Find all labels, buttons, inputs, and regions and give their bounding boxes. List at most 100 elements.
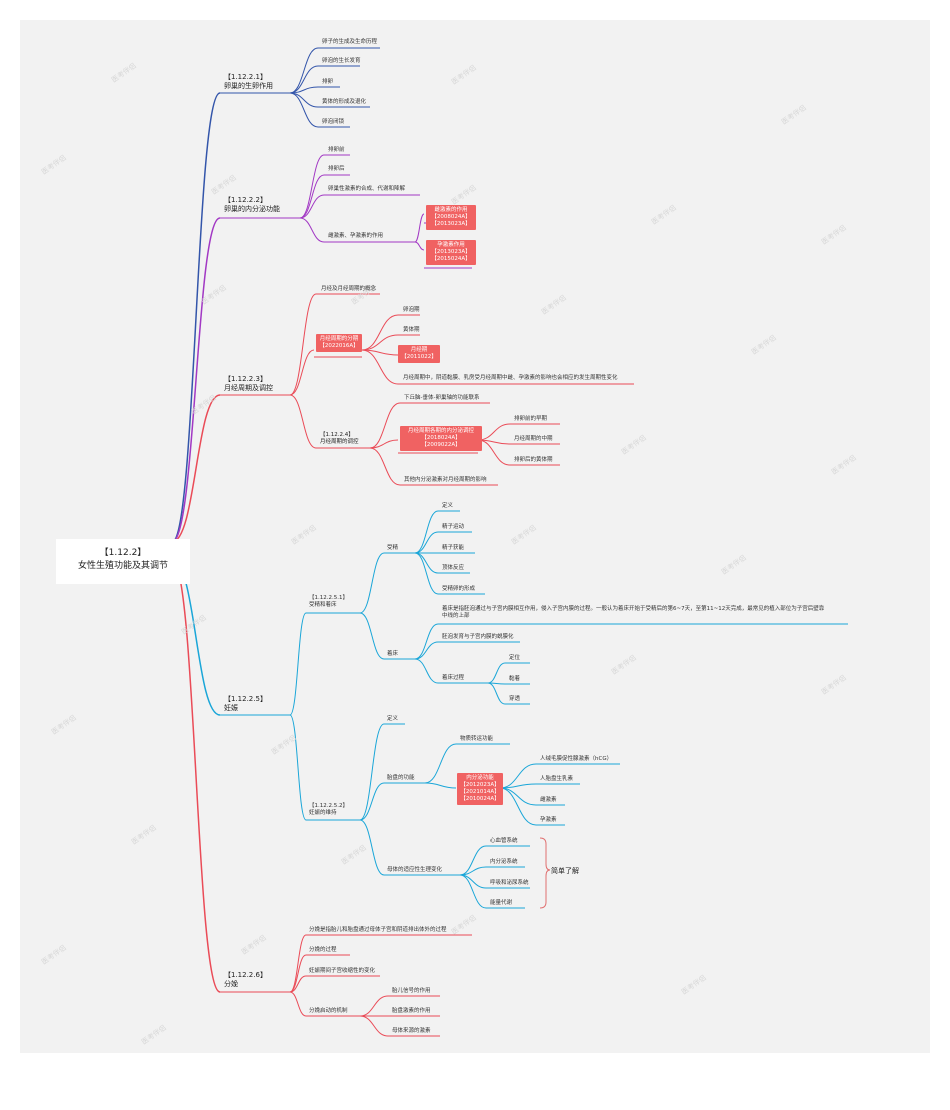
list-item[interactable]: 卵泡的生长发育 (322, 58, 361, 64)
root-code: 【1.12.2】 (99, 548, 147, 558)
node-placenta[interactable]: 胎盘的功能 (387, 775, 415, 781)
section-title: 分娩 (224, 980, 238, 988)
implantation-definition[interactable]: 着床是指胚泡通过与子宫内膜相互作用，侵入子宫内膜的过程。一般认为着床开始于受精后… (442, 606, 824, 620)
list-item[interactable]: 人胎盘生乳素 (540, 776, 574, 782)
brace-note: 简单了解 (551, 867, 579, 875)
list-item[interactable]: 心血管系统 (490, 838, 518, 844)
list-item[interactable]: 定义 (387, 716, 399, 722)
connector-line (487, 662, 506, 684)
node-implantation[interactable]: 着床 (387, 651, 399, 657)
section-ovary-endocrine[interactable]: 【1.12.2.2】 卵巢的内分泌功能 (224, 196, 280, 214)
tag-progesterone[interactable]: 孕激素作用 【2013023A】 【2015024A】 (426, 240, 476, 265)
connector-line (289, 47, 319, 94)
list-item[interactable]: 卵子的生成及生命历程 (322, 39, 378, 45)
list-item[interactable]: 受精卵的形成 (442, 586, 476, 592)
list-item[interactable]: 雌激素 (540, 797, 557, 803)
connector-line (289, 612, 307, 716)
list-item[interactable]: 母体来源的激素 (392, 1028, 431, 1034)
list-item[interactable]: 物质转运功能 (460, 736, 494, 742)
list-item[interactable]: 分娩是指胎儿和胎盘通过母体子宫和阴道排出体外的过程 (309, 927, 447, 933)
list-item[interactable]: 胎儿信号的作用 (392, 988, 431, 994)
tag-estrogen[interactable]: 雌激素的作用 【2008024A】 【2013023A】 (426, 205, 476, 230)
connector-line (414, 641, 439, 660)
section-title: 卵巢的生卵作用 (224, 82, 273, 90)
list-item[interactable]: 内分泌系统 (490, 859, 518, 865)
list-item[interactable]: 黄体期 (403, 327, 420, 333)
connector-line (289, 293, 317, 396)
tag-cycle-endocrine[interactable]: 月经周期各期的内分泌调控 【2018024A】 【2009022A】 (400, 426, 482, 451)
tag-line: 【2018024A】 (421, 435, 461, 441)
list-item[interactable]: 黄体的形成及退化 (322, 99, 367, 105)
list-item[interactable]: 胎盘激素的作用 (392, 1008, 431, 1014)
section-delivery[interactable]: 【1.12.2.6】 分娩 (224, 971, 267, 989)
node-fertilization[interactable]: 受精 (387, 545, 399, 551)
tag-line: 孕激素作用 (437, 242, 465, 248)
list-item[interactable]: 下丘脑-垂体-卵巢轴的功能联系 (404, 395, 480, 401)
subsection-title: 受精和着床 (309, 602, 337, 608)
connector-line (424, 743, 457, 784)
connector-line (361, 314, 399, 351)
list-item[interactable]: 卵泡期 (403, 307, 420, 313)
tag-line: 月经周期的分期 (319, 336, 359, 342)
connector-line (299, 154, 325, 219)
list-item[interactable]: 雌激素、孕激素的作用 (328, 233, 384, 239)
connector-line (171, 92, 221, 543)
subsection-fertilization-implantation[interactable]: 【1.12.2.5.1】 受精和着床 (309, 595, 348, 609)
connector-line (359, 782, 385, 821)
list-item[interactable]: 呼吸和泌尿系统 (490, 880, 529, 886)
list-item[interactable]: 精子运动 (442, 524, 465, 530)
section-menstrual-cycle[interactable]: 【1.12.2.3】 月经周期及调控 (224, 375, 273, 393)
connector-line (299, 194, 325, 219)
subsection-cycle-regulation[interactable]: 【1.12.2.4】 月经周期的调控 (320, 432, 359, 446)
list-item[interactable]: 排卵后 (328, 166, 345, 172)
section-ovary-oogenesis[interactable]: 【1.12.2.1】 卵巢的生卵作用 (224, 73, 273, 91)
list-item[interactable]: 人绒毛膜促性腺激素（hCG） (540, 756, 613, 762)
section-pregnancy[interactable]: 【1.12.2.5】 妊娠 (224, 695, 267, 713)
connector-line (424, 782, 457, 789)
connector-line (459, 874, 487, 909)
tag-line: 【2013023A】 (431, 221, 471, 227)
connector-line (369, 402, 401, 449)
subsection-code: 【1.12.2.5.2】 (309, 803, 348, 809)
list-item[interactable]: 胚泡发育与子宫内膜的蜕膜化 (442, 634, 514, 640)
list-item[interactable]: 分娩的过程 (309, 947, 337, 953)
list-item[interactable]: 分娩启动的机制 (309, 1008, 348, 1014)
tag-placenta-endocrine[interactable]: 内分泌功能 【2012023A】 【2021014A】 【2010024A】 (457, 773, 503, 805)
root-node[interactable]: 【1.12.2】 女性生殖功能及其调节 (56, 539, 190, 584)
definition-line: 着床是指胚泡通过与子宫内膜相互作用，侵入子宫内膜的过程。一般认为着床开始于受精后… (442, 606, 825, 612)
list-item[interactable]: 穿透 (509, 696, 521, 702)
list-item[interactable]: 排卵后的黄体期 (514, 457, 553, 463)
list-item[interactable]: 妊娠期间子宫收缩性的变化 (309, 968, 376, 974)
list-item[interactable]: 精子获能 (442, 545, 465, 551)
list-item[interactable]: 排卵 (322, 79, 334, 85)
list-item[interactable]: 能量代谢 (490, 900, 513, 906)
node-maternal-changes[interactable]: 母体的适应性生理变化 (387, 867, 443, 873)
list-item[interactable]: 排卵前的早期 (514, 416, 548, 422)
tag-menses[interactable]: 月经期 【2011022】 (398, 345, 440, 363)
list-item[interactable]: 定义 (442, 503, 454, 509)
connector-line (359, 723, 385, 821)
list-item[interactable]: 定位 (509, 655, 521, 661)
list-item[interactable]: 着床过程 (442, 675, 465, 681)
list-item[interactable]: 卵巢性激素的合成、代谢和降解 (328, 186, 406, 192)
list-item[interactable]: 孕激素 (540, 817, 557, 823)
tag-cycle-stages[interactable]: 月经周期的分期 【2022016A】 (316, 334, 362, 352)
list-item[interactable]: 排卵前 (328, 147, 345, 153)
list-item[interactable]: 月经及月经周期的概念 (321, 286, 377, 292)
list-item[interactable]: 卵泡闭锁 (322, 119, 345, 125)
tag-line: 雌激素的作用 (434, 207, 468, 213)
list-item[interactable]: 月经周期的中期 (514, 436, 553, 442)
connector-line (359, 1015, 389, 1037)
root-title: 女性生殖功能及其调节 (77, 561, 168, 571)
section-code: 【1.12.2.6】 (224, 971, 267, 979)
subsection-pregnancy-maintenance[interactable]: 【1.12.2.5.2】 妊娠的维持 (309, 803, 348, 817)
list-item[interactable]: 其他内分泌激素对月经周期的影响 (404, 477, 487, 483)
list-item[interactable]: 顶体反应 (442, 565, 465, 571)
list-item[interactable]: 月经周期中，阴道黏膜、乳房受月经周期中雌、孕激素的影响也会相应的发生周期性变化 (403, 375, 618, 381)
section-title: 月经周期及调控 (224, 384, 273, 392)
tag-line: 【2022016A】 (319, 343, 359, 349)
definition-line: 中线的上部 (442, 613, 470, 619)
tag-line: 内分泌功能 (466, 775, 494, 781)
section-code: 【1.12.2.3】 (224, 375, 267, 383)
list-item[interactable]: 黏着 (509, 676, 521, 682)
